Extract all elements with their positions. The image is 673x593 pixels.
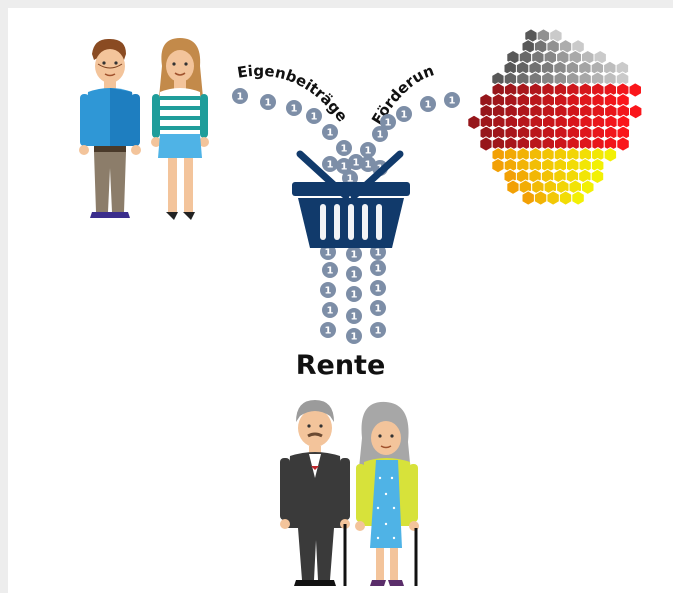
coin-icon: 1 xyxy=(346,246,362,262)
svg-text:1: 1 xyxy=(327,160,334,171)
coin-icon: 1 xyxy=(306,108,322,124)
svg-text:1: 1 xyxy=(291,104,298,115)
coin-icon: 1 xyxy=(320,322,336,338)
map-hexagon xyxy=(546,190,560,206)
map-hexagon xyxy=(616,125,630,141)
svg-text:1: 1 xyxy=(425,100,432,111)
young-woman-figure xyxy=(151,38,209,220)
svg-text:1: 1 xyxy=(327,266,334,277)
svg-text:1: 1 xyxy=(351,332,358,343)
svg-text:1: 1 xyxy=(327,128,334,139)
svg-text:1: 1 xyxy=(325,286,332,297)
foerderung-label: Förderung xyxy=(8,8,436,128)
svg-text:1: 1 xyxy=(385,118,392,129)
svg-text:1: 1 xyxy=(311,112,318,123)
coin-icon: 1 xyxy=(372,126,388,142)
svg-text:1: 1 xyxy=(375,326,382,337)
coin-icon: 1 xyxy=(380,114,396,130)
map-hexagon xyxy=(603,147,618,163)
diagram-svg: 1 xyxy=(8,8,643,586)
map-hexagon xyxy=(506,179,520,195)
infographic-canvas: 1 xyxy=(8,8,673,593)
coin-icon: 1 xyxy=(348,154,364,170)
svg-text:1: 1 xyxy=(365,160,372,171)
coin-icon: 1 xyxy=(396,106,412,122)
map-hexagon xyxy=(629,103,643,120)
coin-icon: 1 xyxy=(322,124,338,140)
svg-text:1: 1 xyxy=(375,248,382,259)
svg-text:1: 1 xyxy=(341,144,348,155)
coin-icon: 1 xyxy=(260,94,276,110)
map-hexagon xyxy=(467,114,481,131)
map-hexagon xyxy=(533,190,548,206)
coin-icon: 1 xyxy=(370,280,386,296)
coin-stream: 111111111111111111111111111111111 xyxy=(232,88,460,344)
map-hexagon xyxy=(616,136,630,152)
svg-text:1: 1 xyxy=(351,270,358,281)
map-hexagon xyxy=(628,82,642,98)
rente-label: Rente xyxy=(295,350,386,381)
svg-text:1: 1 xyxy=(237,92,244,103)
svg-text:1: 1 xyxy=(375,304,382,315)
map-hexagon xyxy=(479,136,493,152)
map-hexagon xyxy=(491,157,505,174)
map-hexagon xyxy=(581,179,595,195)
coin-icon: 1 xyxy=(346,286,362,302)
coin-icon: 1 xyxy=(322,156,338,172)
coin-icon: 1 xyxy=(322,302,338,318)
svg-text:1: 1 xyxy=(375,264,382,275)
young-man-figure xyxy=(79,38,141,218)
svg-text:1: 1 xyxy=(375,284,382,295)
coin-icon: 1 xyxy=(232,88,248,104)
coin-icon: 1 xyxy=(346,266,362,282)
coin-icon: 1 xyxy=(320,282,336,298)
map-hexagon xyxy=(616,93,630,109)
coin-icon: 1 xyxy=(336,140,352,156)
map-hexagon xyxy=(558,190,573,206)
coin-icon: 1 xyxy=(370,322,386,338)
coin-icon: 1 xyxy=(346,328,362,344)
map-hexagon xyxy=(590,157,605,174)
svg-text:1: 1 xyxy=(449,96,456,107)
svg-text:1: 1 xyxy=(351,290,358,301)
basket-icon xyxy=(292,150,410,248)
coin-icon: 1 xyxy=(360,142,376,158)
coin-icon: 1 xyxy=(346,308,362,324)
svg-text:1: 1 xyxy=(351,250,358,261)
coin-icon: 1 xyxy=(286,100,302,116)
svg-text:1: 1 xyxy=(351,312,358,323)
elderly-woman-figure xyxy=(355,401,419,586)
coin-icon: 1 xyxy=(370,260,386,276)
map-hexagon xyxy=(615,60,630,77)
coin-icon: 1 xyxy=(420,96,436,112)
svg-text:1: 1 xyxy=(325,326,332,337)
coin-icon: 1 xyxy=(370,300,386,316)
coin-icon: 1 xyxy=(322,262,338,278)
map-hexagon xyxy=(521,190,535,206)
svg-text:1: 1 xyxy=(327,306,334,317)
svg-text:1: 1 xyxy=(353,158,360,169)
svg-text:1: 1 xyxy=(377,130,384,141)
map-hexagon xyxy=(590,168,605,185)
svg-text:1: 1 xyxy=(325,248,332,259)
svg-text:1: 1 xyxy=(265,98,272,109)
map-hexagon xyxy=(571,190,585,206)
svg-text:1: 1 xyxy=(365,146,372,157)
elderly-man-figure xyxy=(280,400,350,586)
coin-icon: 1 xyxy=(444,92,460,108)
svg-text:1: 1 xyxy=(341,162,348,173)
map-hexagon xyxy=(615,71,630,87)
germany-map-icon xyxy=(467,28,643,206)
map-hexagon xyxy=(616,114,631,131)
svg-text:1: 1 xyxy=(347,174,354,185)
svg-text:1: 1 xyxy=(401,110,408,121)
